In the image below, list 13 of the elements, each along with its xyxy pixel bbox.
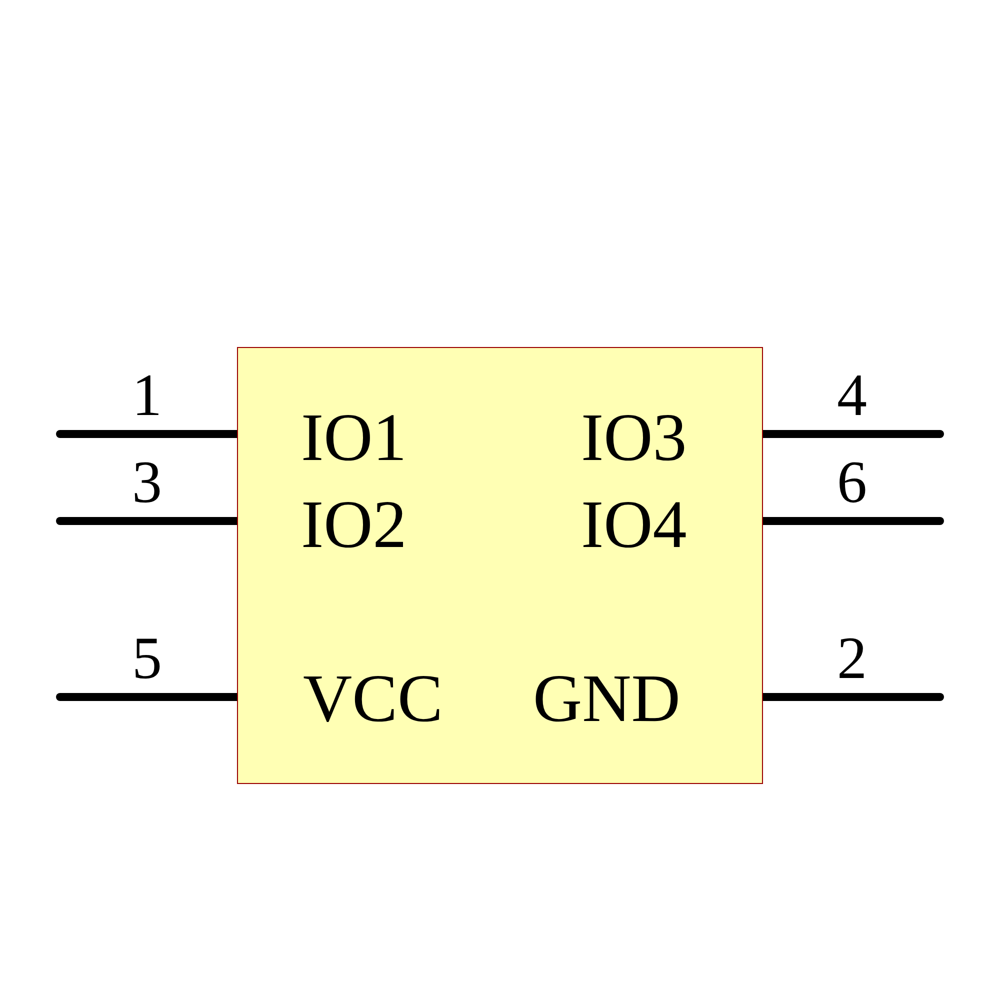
- pin-name: GND: [533, 664, 680, 732]
- pin-name: IO3: [581, 403, 687, 471]
- pin-number: 2: [837, 628, 867, 688]
- pin-name: IO2: [301, 490, 407, 558]
- pin-number: 6: [837, 452, 867, 512]
- pin-number: 5: [132, 628, 162, 688]
- ic-body: [237, 347, 763, 784]
- pin-number: 4: [837, 365, 867, 425]
- pin-name: VCC: [303, 664, 443, 732]
- pin-number: 1: [132, 365, 162, 425]
- pin-name: IO1: [301, 403, 407, 471]
- pin-name: IO4: [581, 490, 687, 558]
- pin-number: 3: [132, 452, 162, 512]
